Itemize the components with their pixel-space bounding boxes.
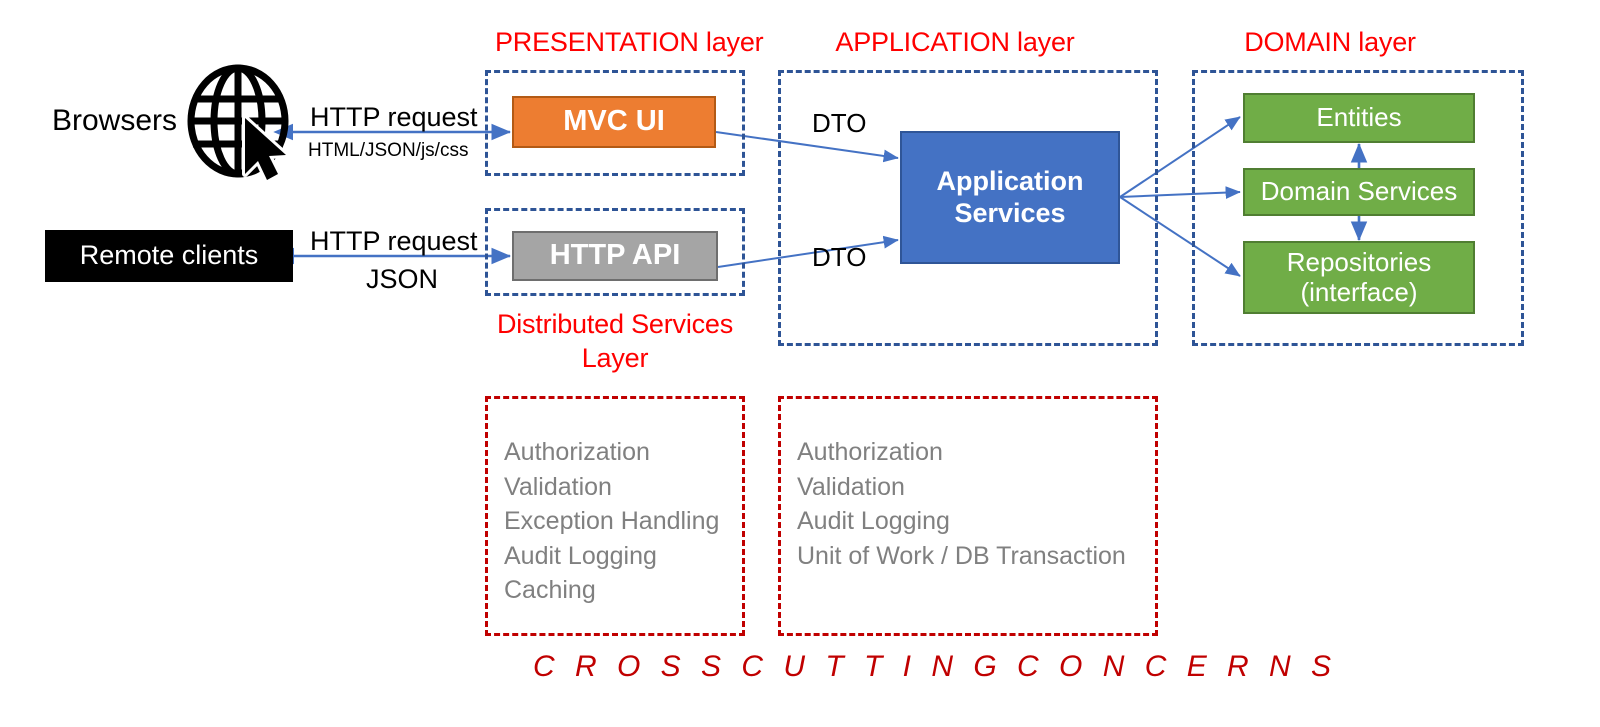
dto-bottom-label: DTO bbox=[812, 242, 867, 272]
mvc-ui-label: MVC UI bbox=[563, 105, 665, 138]
concern-item: Caching bbox=[504, 576, 596, 604]
concern-item: Authorization bbox=[504, 438, 650, 466]
application-services-label-line2: Services bbox=[954, 197, 1066, 228]
distributed-services-layer-caption: Distributed Services Layer bbox=[490, 308, 740, 376]
repositories-label-line2: (interface) bbox=[1300, 276, 1418, 307]
concern-item: Validation bbox=[504, 472, 612, 501]
domain-layer-container bbox=[1192, 70, 1524, 346]
presentation-crosscutting-box: Authorization Validation Exception Handl… bbox=[485, 396, 745, 636]
application-concerns-list: Authorization Validation Audit Logging U… bbox=[781, 399, 1155, 573]
entities-node: Entities bbox=[1243, 93, 1475, 143]
concern-item: Audit Logging bbox=[504, 541, 657, 570]
concern-item: Validation bbox=[797, 472, 905, 501]
concern-item: Authorization bbox=[797, 438, 943, 466]
remote-response-label: JSON bbox=[366, 264, 439, 294]
domain-layer-caption: DOMAIN layer bbox=[1244, 27, 1416, 57]
remote-clients-label: Remote clients bbox=[79, 240, 259, 271]
concern-item: Exception Handling bbox=[504, 507, 720, 535]
mvc-ui-node: MVC UI bbox=[512, 96, 716, 148]
globe-with-cursor-icon bbox=[187, 64, 289, 182]
concern-item: Audit Logging bbox=[797, 507, 950, 535]
repositories-label-line1: Repositories bbox=[1286, 246, 1432, 277]
distributed-services-caption-line1: Distributed Services bbox=[496, 309, 734, 339]
application-services-label-line1: Application bbox=[936, 166, 1084, 197]
remote-clients-node: Remote clients bbox=[45, 230, 293, 282]
distributed-services-caption-line2: Layer bbox=[581, 342, 649, 373]
domain-services-node: Domain Services bbox=[1243, 168, 1475, 216]
remote-request-label: HTTP request bbox=[310, 226, 478, 256]
application-layer-caption: APPLICATION layer bbox=[835, 27, 1075, 57]
browsers-label: Browsers bbox=[52, 104, 178, 137]
cross-cutting-concerns-footer: C R O S S C U T T I N G C O N C E R N S bbox=[533, 650, 1338, 683]
entities-label: Entities bbox=[1316, 102, 1402, 133]
dto-top-label: DTO bbox=[812, 108, 867, 138]
presentation-concerns-list: Authorization Validation Exception Handl… bbox=[488, 399, 742, 608]
http-api-node: HTTP API bbox=[512, 231, 718, 281]
repositories-node: Repositories (interface) bbox=[1243, 241, 1475, 314]
presentation-layer-mvc-container bbox=[485, 70, 745, 176]
browser-request-label: HTTP request bbox=[310, 102, 478, 132]
http-api-label: HTTP API bbox=[549, 239, 681, 272]
application-layer-container bbox=[778, 70, 1158, 346]
presentation-layer-caption: PRESENTATION layer bbox=[495, 27, 764, 57]
domain-services-label: Domain Services bbox=[1260, 176, 1458, 207]
concern-item: Unit of Work / DB Transaction bbox=[797, 541, 1126, 570]
browser-response-label: HTML/JSON/js/css bbox=[308, 140, 469, 161]
presentation-layer-api-container bbox=[485, 208, 745, 296]
application-services-node: Application Services bbox=[900, 131, 1120, 264]
application-crosscutting-box: Authorization Validation Audit Logging U… bbox=[778, 396, 1158, 636]
